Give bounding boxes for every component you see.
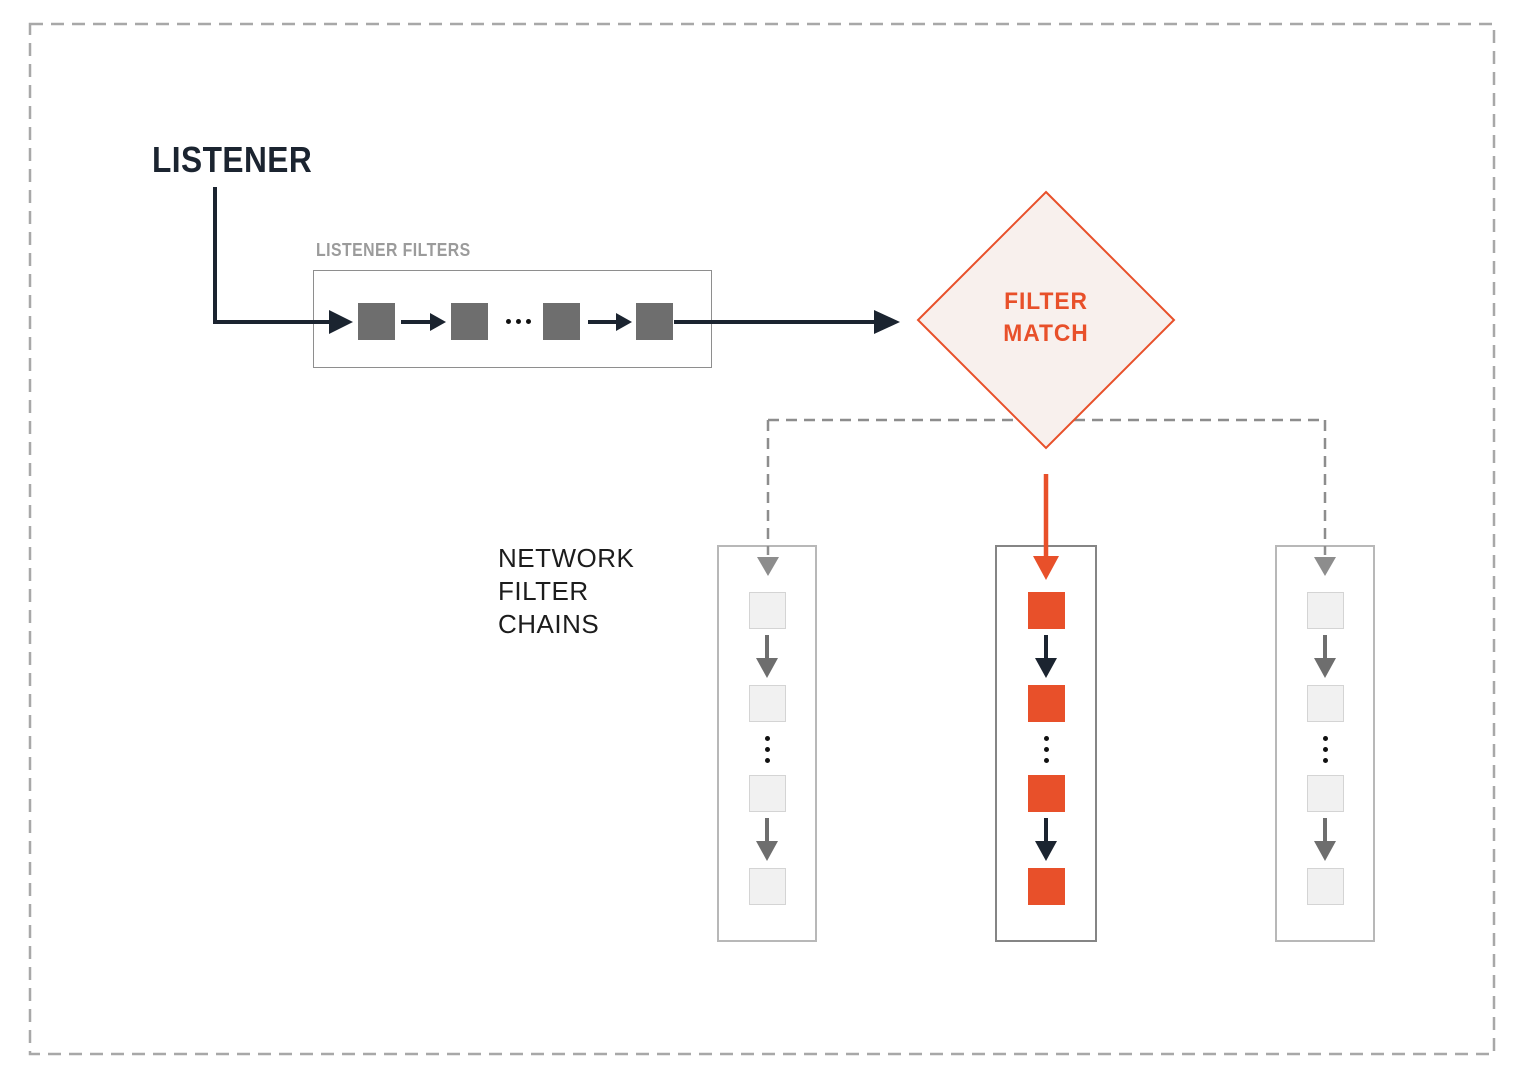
network-filter-chains-label: NETWORK FILTER CHAINS bbox=[498, 543, 635, 639]
filter-match-label: FILTER MATCH bbox=[1003, 288, 1089, 347]
listener-filters-label: LISTENER FILTERS bbox=[316, 240, 471, 260]
listener-label: LISTENER bbox=[152, 139, 313, 180]
